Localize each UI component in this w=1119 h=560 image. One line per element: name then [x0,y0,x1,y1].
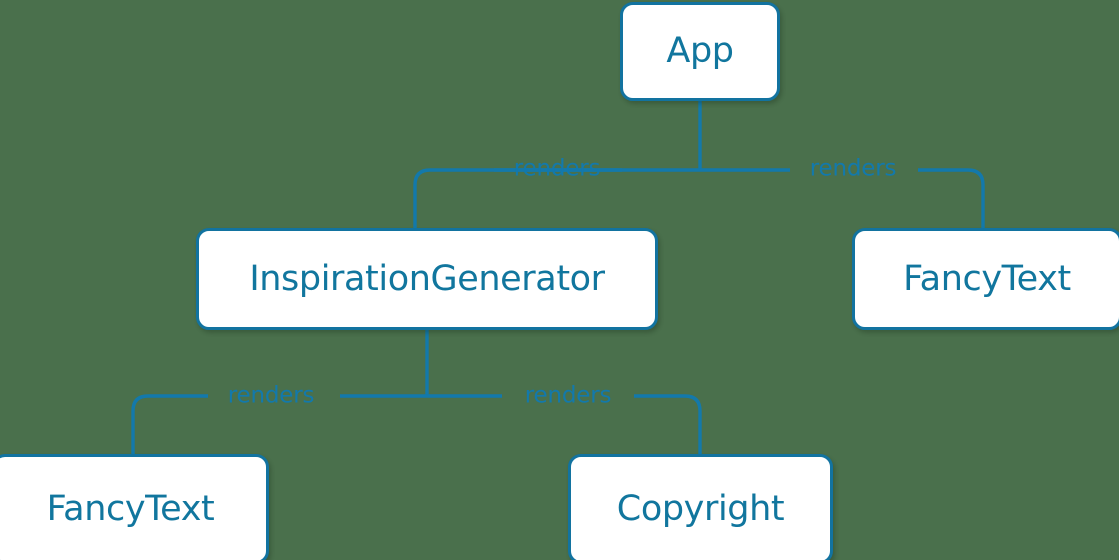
node-inspiration-generator-label: InspirationGenerator [249,258,605,299]
edge-inspiration-to-copyright-segment-right [634,394,702,454]
node-copyright-label: Copyright [616,488,785,529]
node-fancytext-bottom[interactable]: FancyText [0,454,269,560]
node-inspiration-generator[interactable]: InspirationGenerator [196,228,658,330]
node-fancytext-top[interactable]: FancyText [852,228,1119,330]
node-fancytext-bottom-label: FancyText [46,488,215,529]
edge-app-to-inspiration-segment-right [413,168,622,228]
node-app[interactable]: App [620,2,780,101]
node-fancytext-top-label: FancyText [903,258,1071,299]
edge-app-to-fancytext-segment-right [918,168,985,228]
edge-label-app-fancytext: renders [809,155,897,182]
edge-label-inspiration-fancytext: renders [227,382,315,409]
edge-inspiration-to-fancytext-segment-left [131,394,208,454]
edge-label-inspiration-copyright: renders [524,382,612,409]
node-copyright[interactable]: Copyright [568,454,833,560]
edge-label-app-inspiration: renders [513,155,601,182]
node-app-label: App [666,31,734,71]
